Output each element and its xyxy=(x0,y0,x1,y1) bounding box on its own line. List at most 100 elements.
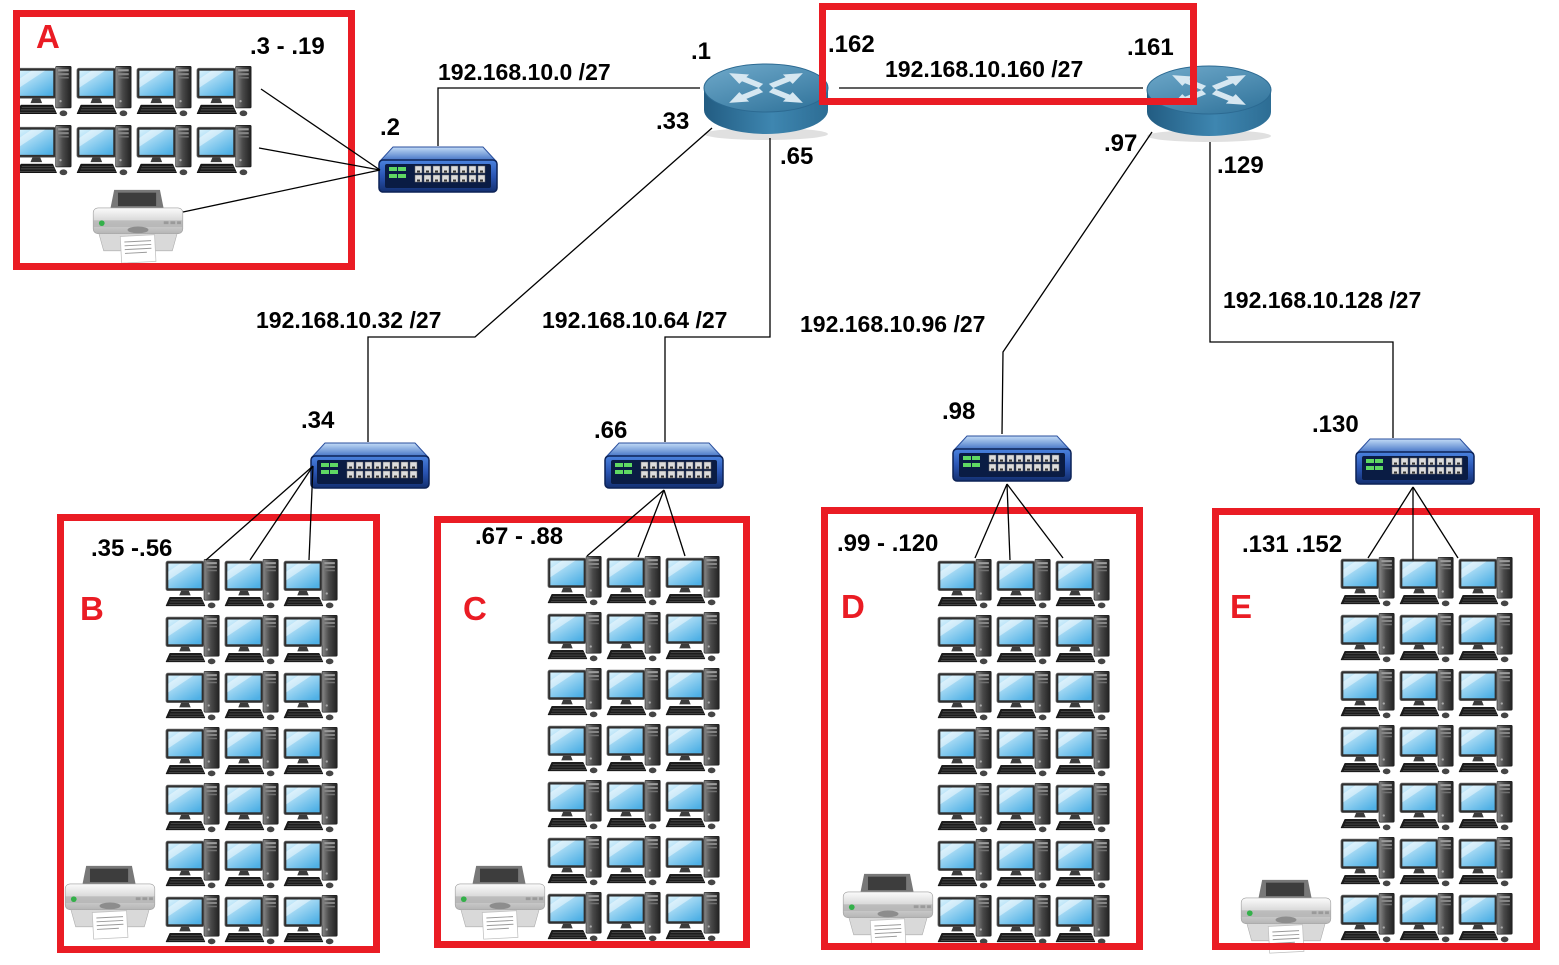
computer-icon xyxy=(1399,890,1458,946)
router1-if-lan-a: .1 xyxy=(691,38,712,65)
computer-icon xyxy=(16,62,76,121)
subnet-d-computers xyxy=(937,556,1114,948)
network-e-label: 192.168.10.128 /27 xyxy=(1223,287,1422,313)
computer-icon xyxy=(996,780,1055,836)
computer-icon xyxy=(1399,722,1458,778)
switch-d-ip: .98 xyxy=(942,398,976,425)
computer-icon xyxy=(937,892,996,948)
computer-icon xyxy=(1340,778,1399,834)
router1-if-lan-c: .65 xyxy=(780,143,814,170)
computer-icon xyxy=(136,121,196,180)
computer-icon xyxy=(165,836,224,892)
computer-icon xyxy=(547,833,606,889)
computer-icon xyxy=(1399,610,1458,666)
computer-icon xyxy=(1055,780,1114,836)
computer-icon xyxy=(1055,612,1114,668)
computer-icon xyxy=(1340,554,1399,610)
computer-icon xyxy=(224,892,283,948)
subnet-c-letter: C xyxy=(463,590,487,627)
computer-icon xyxy=(606,889,665,945)
link-c-uplink xyxy=(664,138,771,442)
computer-icon xyxy=(937,780,996,836)
computer-icon xyxy=(1458,554,1517,610)
computer-icon xyxy=(996,724,1055,780)
computer-icon xyxy=(1340,722,1399,778)
subnet-a-computers xyxy=(16,62,256,180)
computer-icon xyxy=(224,612,283,668)
switch-e-icon xyxy=(1354,436,1476,490)
subnet-c-computers xyxy=(547,553,724,945)
switch-a-ip: .2 xyxy=(380,114,401,141)
router1-icon xyxy=(698,46,840,142)
computer-icon xyxy=(547,665,606,721)
switch-a-icon xyxy=(377,144,499,198)
link-c-pc3 xyxy=(663,489,686,557)
switch-c-icon xyxy=(603,440,725,494)
computer-icon xyxy=(1055,724,1114,780)
computer-icon xyxy=(224,836,283,892)
computer-icon xyxy=(937,724,996,780)
computer-icon xyxy=(665,665,724,721)
computer-icon xyxy=(665,721,724,777)
computer-icon xyxy=(937,668,996,724)
link-a-pc1 xyxy=(260,88,381,171)
computer-icon xyxy=(283,668,342,724)
computer-icon xyxy=(76,62,136,121)
computer-icon xyxy=(224,668,283,724)
computer-icon xyxy=(937,556,996,612)
subnet-b-letter: B xyxy=(80,590,104,627)
subnet-b-host-range: .35 -.56 xyxy=(91,535,173,562)
computer-icon xyxy=(665,609,724,665)
computer-icon xyxy=(1399,834,1458,890)
link-c-pc1 xyxy=(586,489,665,557)
router2-if-wan: .161 xyxy=(1127,34,1174,61)
subnet-d-letter: D xyxy=(841,588,865,625)
link-e-pc3 xyxy=(1412,486,1459,559)
link-a-pc2 xyxy=(258,147,381,171)
computer-icon xyxy=(996,668,1055,724)
subnet-e-letter: E xyxy=(1230,588,1253,625)
switch-e-ip: .130 xyxy=(1312,411,1359,438)
subnet-c-host-range: .67 - .88 xyxy=(475,523,564,550)
printer-icon xyxy=(838,870,938,952)
computer-icon xyxy=(76,121,136,180)
printer-icon xyxy=(88,186,188,268)
computer-icon xyxy=(196,62,256,121)
switch-d-icon xyxy=(951,433,1073,487)
computer-icon xyxy=(165,724,224,780)
computer-icon xyxy=(547,889,606,945)
computer-icon xyxy=(1055,668,1114,724)
computer-icon xyxy=(937,612,996,668)
computer-icon xyxy=(224,556,283,612)
computer-icon xyxy=(996,556,1055,612)
computer-icon xyxy=(165,780,224,836)
computer-icon xyxy=(665,777,724,833)
computer-icon xyxy=(665,833,724,889)
computer-icon xyxy=(283,612,342,668)
computer-icon xyxy=(1458,610,1517,666)
computer-icon xyxy=(283,892,342,948)
computer-icon xyxy=(224,724,283,780)
computer-icon xyxy=(1055,892,1114,948)
computer-icon xyxy=(283,724,342,780)
computer-icon xyxy=(1055,556,1114,612)
computer-icon xyxy=(1399,666,1458,722)
computer-icon xyxy=(665,889,724,945)
computer-icon xyxy=(224,780,283,836)
computer-icon xyxy=(1458,722,1517,778)
link-e-pc1 xyxy=(1367,486,1414,559)
printer-icon xyxy=(60,862,160,944)
computer-icon xyxy=(547,609,606,665)
switch-b-ip: .34 xyxy=(301,407,335,434)
network-wan-label: 192.168.10.160 /27 xyxy=(885,56,1084,82)
computer-icon xyxy=(547,553,606,609)
network-d-label: 192.168.10.96 /27 xyxy=(800,311,986,337)
network-a-label: 192.168.10.0 /27 xyxy=(438,59,611,85)
computer-icon xyxy=(136,62,196,121)
computer-icon xyxy=(606,553,665,609)
computer-icon xyxy=(196,121,256,180)
network-c-label: 192.168.10.64 /27 xyxy=(542,307,728,333)
link-c-pc2 xyxy=(637,489,665,558)
computer-icon xyxy=(16,121,76,180)
